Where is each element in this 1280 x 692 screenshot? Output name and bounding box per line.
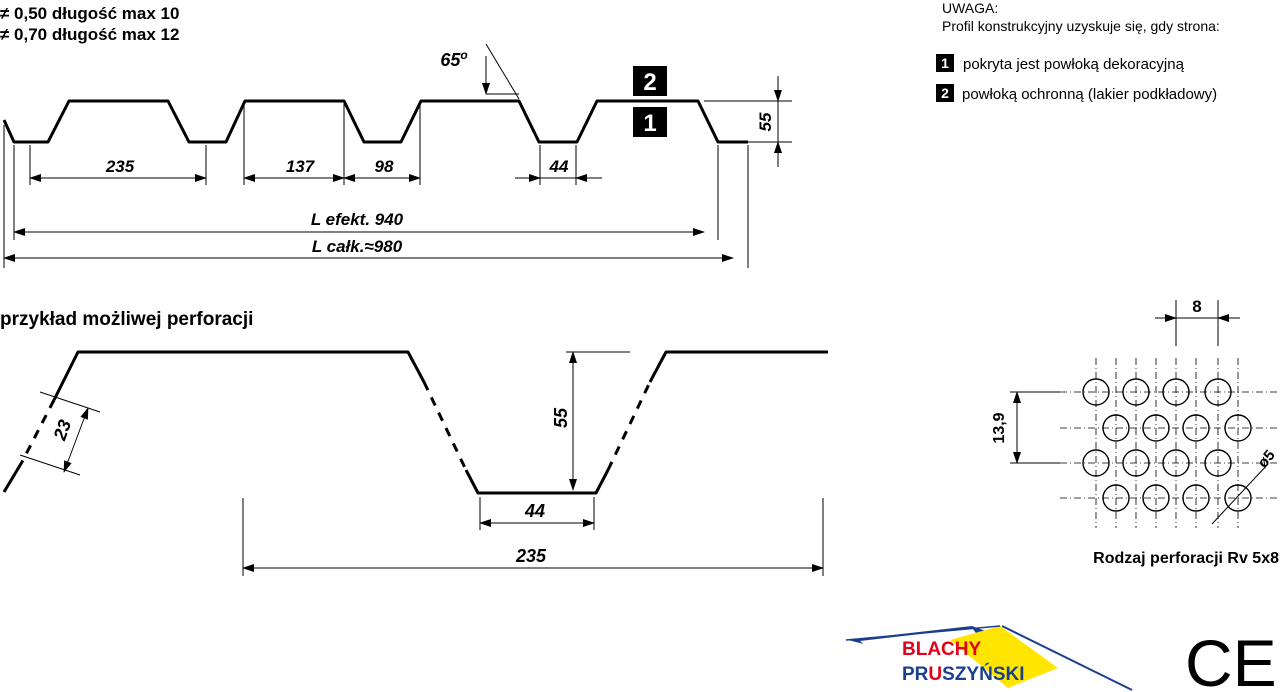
company-logo: BLACHY PRUSZYŃSKI — [845, 625, 1133, 691]
perforation-hole — [1082, 378, 1110, 406]
perforation-hole — [1102, 414, 1130, 442]
badge-2-label: 2 — [941, 85, 949, 101]
perforation-hole — [1142, 484, 1170, 512]
note-item-1: 1 pokryta jest powłoką dekoracyjną — [936, 54, 1185, 73]
perforation-hole — [1162, 449, 1190, 477]
perforation-hole — [1122, 449, 1150, 477]
perforation-hole — [1204, 449, 1232, 477]
perforation-hole — [1142, 414, 1170, 442]
angle-65: 65o — [440, 48, 467, 70]
perforation-hole — [1224, 414, 1252, 442]
l-total: L całk.≈980 — [312, 237, 403, 256]
note-text: Profil konstrukcyjny uzyskuje się, gdy s… — [942, 18, 1220, 34]
logo-line-1: BLACHY — [902, 639, 981, 660]
side-1-label: 1 — [643, 110, 656, 137]
pattern-caption: Rodzaj perforacji Rv 5x8 — [1093, 550, 1279, 567]
perforation-hole — [1224, 484, 1252, 512]
side-1-badge — [633, 107, 667, 137]
perforation-hole — [1204, 378, 1232, 406]
logo-yellow-diamond — [950, 626, 1058, 688]
dim-235: 235 — [105, 157, 135, 176]
note-title: UWAGA: — [942, 0, 998, 16]
perforation-hole — [1162, 378, 1190, 406]
note-item-2-text: powłoką ochronną (lakier podkładowy) — [962, 86, 1217, 103]
dim-98: 98 — [375, 157, 394, 176]
dim-44: 44 — [549, 157, 569, 176]
perforation-hole — [1082, 449, 1110, 477]
side-2-badge — [633, 66, 667, 96]
badge-1-label: 1 — [941, 55, 949, 71]
hole-diameter: ø5 — [1254, 447, 1278, 471]
spec-line-1: ≠ 0,50 długość max 10 — [0, 4, 179, 23]
ce-mark: CE — [1185, 626, 1277, 692]
badge-2-icon — [936, 84, 954, 102]
main-profile: 235 137 98 44 L efekt. 940 L całk.≈980 5… — [2, 43, 792, 268]
perf-height-55: 55 — [551, 407, 571, 428]
spec-line-2: ≠ 0,70 długość max 12 — [0, 25, 179, 44]
perf-bottom-44: 44 — [524, 501, 545, 521]
pitch-8: 8 — [1192, 297, 1201, 316]
side-2-label: 2 — [643, 69, 656, 96]
badge-1-icon — [936, 54, 954, 72]
perforation-hole — [1182, 414, 1210, 442]
row-pitch: 13,9 — [991, 412, 1008, 443]
perf-width-235: 235 — [515, 546, 547, 566]
l-effective: L efekt. 940 — [311, 210, 404, 229]
perforation-title: przykład możliwej perforacji — [0, 309, 253, 330]
dim-137: 137 — [286, 157, 316, 176]
hole-pattern: 8 13,9 ø5 Rodzaj perforacji Rv 5x8 — [991, 297, 1279, 567]
profile-line — [2, 99, 748, 144]
dimension-lines — [3, 58, 782, 262]
logo-line-2: PRUSZYŃSKI — [902, 663, 1025, 685]
perforation-hole — [1102, 484, 1130, 512]
perforation-hole — [1122, 378, 1150, 406]
perforation-profile: 23 55 44 235 — [2, 350, 828, 576]
slope-23: 23 — [49, 417, 75, 444]
note-item-2: 2 powłoką ochronną (lakier podkładowy) — [936, 84, 1217, 103]
perforation-hole — [1182, 484, 1210, 512]
note-item-1-text: pokryta jest powłoką dekoracyjną — [963, 56, 1185, 73]
height-55: 55 — [756, 112, 775, 131]
